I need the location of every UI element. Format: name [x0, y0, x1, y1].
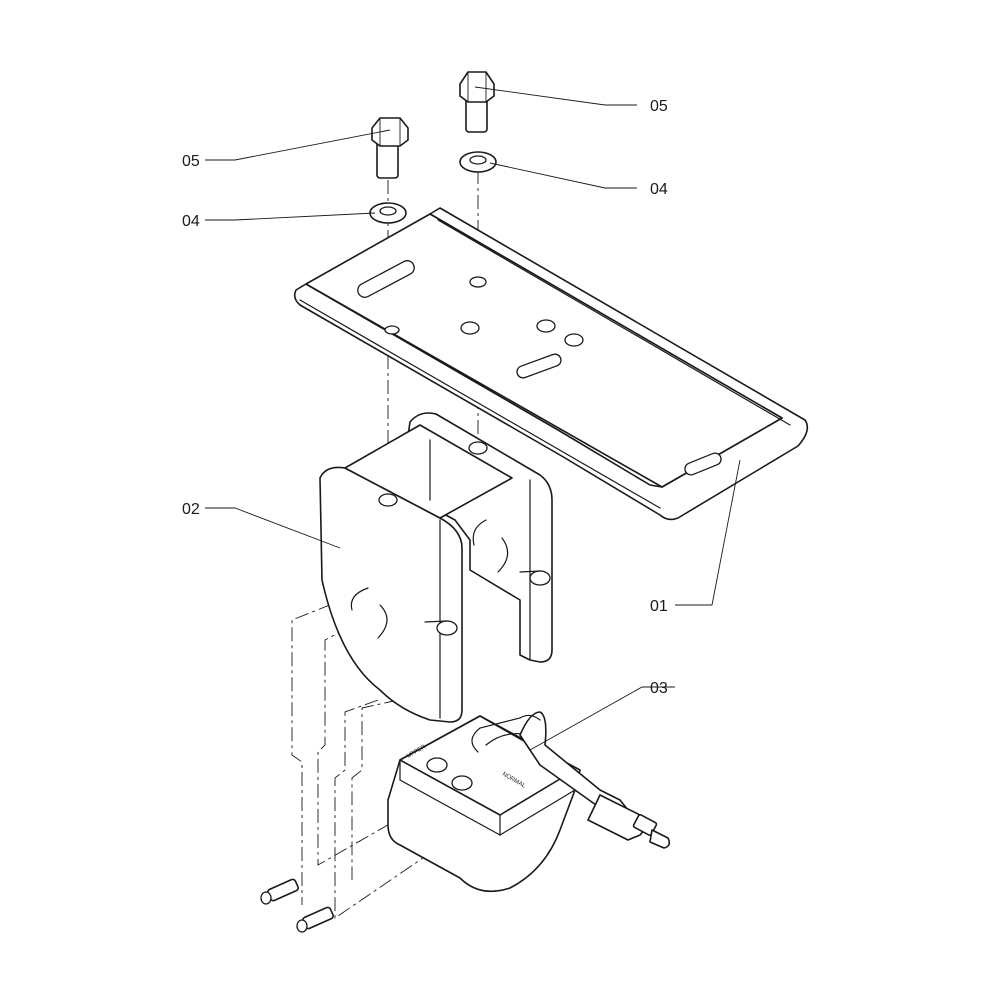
callout-03: 03 — [650, 680, 668, 697]
washer-04-left — [369, 202, 407, 224]
callout-01: 01 — [650, 598, 668, 615]
clamp-block-02 — [319, 412, 553, 723]
washer-04-right — [459, 151, 497, 173]
sensor-unit-03: UPPER NORMAL — [387, 711, 671, 893]
callout-04-right: 04 — [650, 181, 668, 198]
callout-02: 02 — [182, 501, 200, 518]
leader-lines — [205, 86, 741, 751]
bracket-01 — [293, 207, 809, 521]
socket-screw-lower-2 — [296, 906, 334, 933]
callout-05-right: 05 — [650, 98, 668, 115]
hex-bolt-05-left — [371, 117, 409, 179]
socket-screw-lower-1 — [260, 878, 299, 905]
callout-05-left: 05 — [182, 153, 200, 170]
callout-04-left: 04 — [182, 213, 200, 230]
hex-bolt-05-right — [459, 71, 495, 133]
